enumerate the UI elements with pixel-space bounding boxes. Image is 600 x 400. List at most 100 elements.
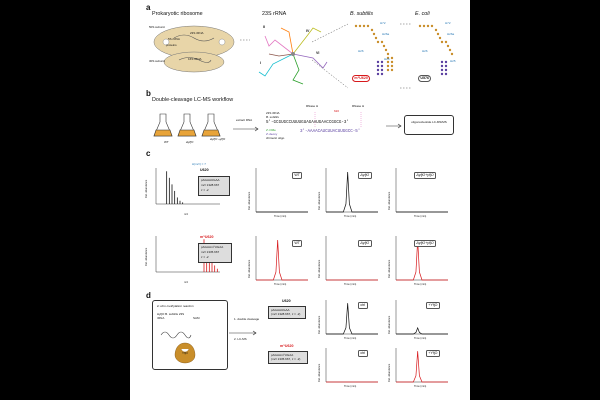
ms2-xlabel: m/z — [184, 281, 189, 284]
label-30s: 30S subunit — [149, 59, 165, 63]
legend-chimeric: chimeric oligo — [266, 136, 285, 140]
output-label: oligonucleotide LC-MS/MS — [411, 120, 447, 124]
chromatogram-m5u620-yfjo — [325, 236, 378, 281]
domain-label-5: VI — [316, 51, 320, 55]
chart-svg — [325, 300, 378, 335]
strain-yfjo: ΔyfjO — [186, 140, 194, 144]
c-ylabel-2: Rel. abundance — [318, 191, 321, 210]
label-23s: 23S rRNA — [266, 111, 280, 115]
d-u620-title: U620 — [282, 299, 291, 303]
series-line — [396, 326, 448, 335]
strain-yfjo-plus: ΔyfjO +yfjO — [210, 137, 226, 141]
bsub-helix-h72: H72 — [380, 21, 386, 25]
strain-wt: WT — [164, 140, 169, 144]
bsub-site-label: m⁵U620 — [352, 75, 371, 82]
d-ylabel-2: Rel. abundance — [388, 315, 391, 334]
chart-svg — [325, 236, 378, 281]
label-23s-rrna: 23S rRNA — [190, 31, 204, 35]
output-box: oligonucleotide LC-MS/MS — [404, 115, 454, 135]
m5u620-info-box: pAGAAm⁵UGAA m/z 1335.667 z = -2 — [198, 243, 232, 263]
c-ylabel-1: Rel. abundance — [248, 191, 251, 210]
trace-label-yfjo-2: ΔyfjO — [358, 240, 372, 247]
yfjo-label: YfjO — [182, 351, 188, 355]
c-ylabel-3: Rel. abundance — [388, 191, 391, 210]
panel-a-connectors — [240, 23, 412, 89]
reaction-substrate: ΔyfjO B. subtilis 23S rRNA — [157, 312, 185, 320]
series-line — [326, 171, 378, 213]
chromatogram-m5u620-wt — [255, 236, 308, 281]
ecoli-helix-h26a: H26a — [447, 32, 455, 36]
reaction-box: in vitro methylation reaction ΔyfjO B. s… — [152, 300, 228, 370]
step-double-cleavage: 1. double cleavage — [234, 317, 260, 321]
culture-flasks — [153, 113, 221, 137]
step-lc-ms: 2. LC-MS — [234, 337, 247, 341]
cleavage-markers — [314, 112, 362, 128]
ecoli-helix-h72: H72 — [445, 21, 451, 25]
chromatogram-d-m5u620-ctrl — [325, 348, 378, 383]
c-xlabel-2: Time (min) — [344, 215, 357, 218]
label-16s-rrna: 16S rRNA — [188, 57, 202, 61]
chart-svg — [255, 236, 308, 281]
chromatogram-d-m5u620-yfjo — [395, 348, 448, 383]
trace-label-wt-1: WT — [292, 172, 303, 179]
bsub-helix-h26a: H26a — [382, 32, 390, 36]
c-xlabel-6: Time (min) — [414, 283, 427, 286]
u620-info-box: pAGAAUGAA m/z 1328.667 z = -2 — [198, 176, 230, 196]
d-m5u620-title: m⁵U620 — [280, 344, 294, 348]
trace-label-yfjo-1: ΔyfjO — [358, 172, 372, 179]
reaction-cofactor: SAM — [193, 316, 200, 320]
chart-svg — [325, 168, 378, 213]
u620-title: U620 — [200, 168, 209, 172]
rrna-23s-title: 23S rRNA — [262, 11, 287, 17]
d-ctrl-label-1: ctrl — [358, 302, 368, 309]
chromatogram-u620-yfjo — [325, 168, 378, 213]
step-extract-rna: extract RNA — [236, 118, 253, 122]
c-ylabel-4: Rel. abundance — [248, 259, 251, 278]
d-u620-box: pAGAAUGAA (m/z 1328.667, z = -2) — [268, 306, 306, 319]
d-ylabel-1: Rel. abundance — [318, 315, 321, 334]
ms-spectrum-u620 — [155, 168, 220, 205]
c-ylabel-5: Rel. abundance — [318, 259, 321, 278]
d-ctrl-label-2: ctrl — [358, 350, 368, 357]
d-plus-label-2: +YfjO — [426, 350, 440, 357]
c-ylabel-6: Rel. abundance — [388, 259, 391, 278]
d-xlabel-2: Time (min) — [414, 337, 427, 340]
series-line — [396, 351, 448, 383]
label-50s: 50S subunit — [149, 25, 165, 29]
bsub-title: B. subtilis — [350, 11, 374, 17]
chart-svg — [395, 300, 448, 335]
label-bsub: B. subtilis — [266, 115, 279, 119]
m5u620-title: m⁵U620 — [200, 235, 214, 239]
series-line — [396, 239, 448, 281]
chart-svg — [325, 348, 378, 383]
panel-a-title: Prokaryotic ribosome — [152, 11, 203, 17]
ecoli-site-label: U576 — [418, 75, 432, 82]
m5u620-mz: m/z 1335.667 — [201, 250, 220, 254]
output-arrow — [386, 123, 402, 129]
chromatogram-u620-wt — [255, 168, 308, 213]
rnase-h-1: RNase H — [306, 104, 319, 108]
panel-b-letter: b — [146, 89, 151, 98]
rnase-h-2: RNase H — [352, 104, 365, 108]
chart-svg — [255, 168, 308, 213]
chromatogram-d-u620-ctrl — [325, 300, 378, 335]
chromatogram-u620-rescue — [395, 168, 448, 213]
reaction-title: in vitro methylation reaction — [157, 304, 194, 308]
sequence-top: 5'-GCGUGCCUUUUGUAGAAUGAACCGGCG-3' — [266, 121, 349, 125]
chromatogram-m5u620-rescue — [395, 236, 448, 281]
sequence-bottom: 3'-AAAACAUCUUACUUGGCC-5' — [300, 130, 361, 134]
c-xlabel-5: Time (min) — [344, 283, 357, 286]
series-line — [326, 303, 378, 335]
chart-svg — [395, 236, 448, 281]
panel-c-letter: c — [146, 149, 151, 158]
reaction-arrow — [229, 330, 257, 336]
legend-deoxy: 2'-deoxy — [266, 132, 278, 136]
d-u620-mz: (m/z 1328.667, z = -2) — [271, 312, 301, 316]
bsub-helix-structure — [354, 24, 394, 76]
c-xlabel-3: Time (min) — [414, 215, 427, 218]
chromatogram-d-u620-yfjo — [395, 300, 448, 335]
panel-d-letter: d — [146, 291, 151, 300]
d-ylabel-3: Rel. abundance — [318, 363, 321, 382]
ecoli-title: E. coli — [415, 11, 430, 17]
